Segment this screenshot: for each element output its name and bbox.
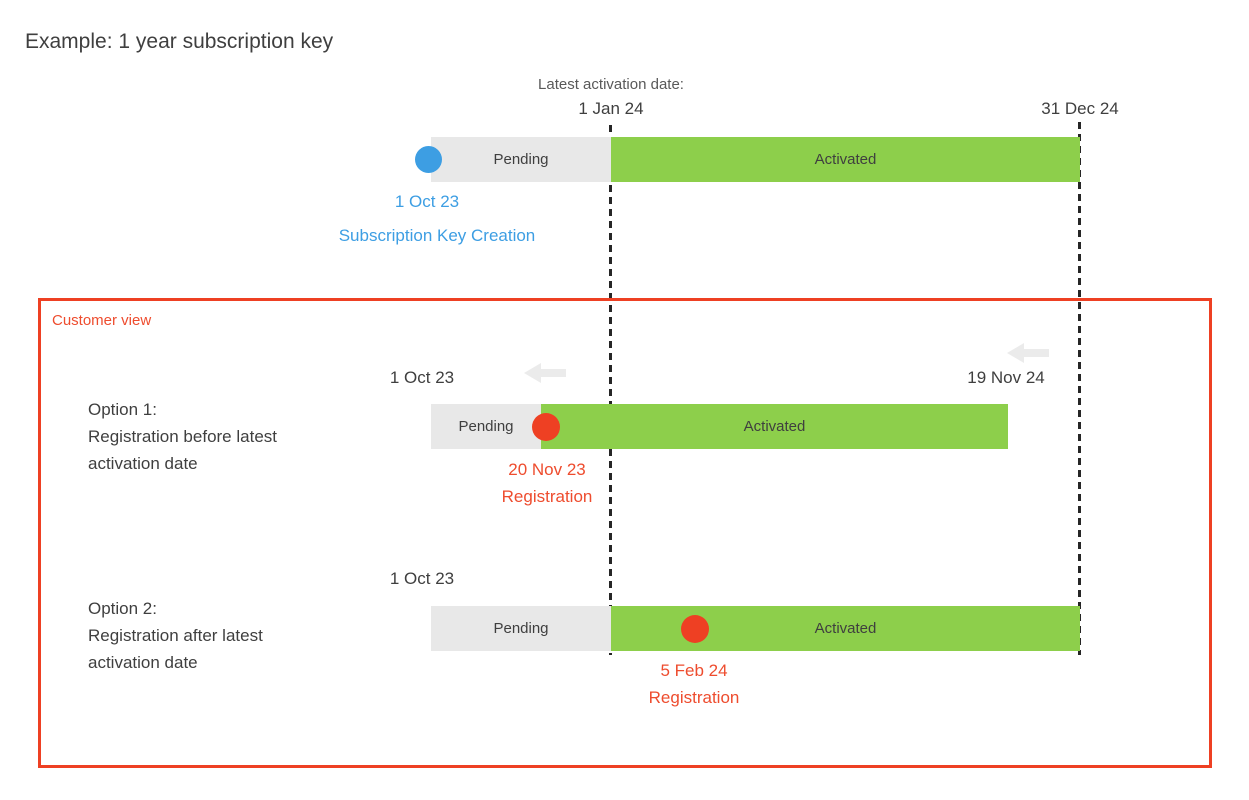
expiry-dashed-line [1078,122,1081,655]
latest-activation-date: 1 Jan 24 [578,99,644,118]
option1-registration-date: 20 Nov 23 [508,460,586,479]
option2-registration-date: 5 Feb 24 [660,661,728,680]
option1-pending-segment: Pending [431,404,541,449]
option2-pending-segment: Pending [431,606,611,651]
option1-registration-label: Registration [501,487,593,506]
option1-registration-dot-icon [532,413,560,441]
creation-activated-label: Activated [814,151,877,168]
option2-label-block: Option 2: Registration after latest acti… [88,595,263,676]
customer-view-box [38,298,1212,768]
option1-name: Option 1: [88,400,157,419]
shift-left-arrow-icon [524,362,566,384]
creation-pending-segment: Pending [431,137,611,182]
option2-registration-label: Registration [648,688,740,707]
page-title: Example: 1 year subscription key [25,30,334,53]
option1-description-line1: Registration before latest [88,427,277,446]
option2-registration-dot-icon [681,615,709,643]
option1-description-line2: activation date [88,454,198,473]
option1-activated-segment: Activated [541,404,1008,449]
option1-start-date: 1 Oct 23 [389,368,455,387]
creation-date-label: 1 Oct 23 [394,192,460,211]
creation-marker-dot-icon [415,146,442,173]
option2-name: Option 2: [88,599,157,618]
option1-label-block: Option 1: Registration before latest act… [88,396,277,477]
option2-description-line2: activation date [88,653,198,672]
customer-view-title: Customer view [52,312,152,329]
option2-pending-label: Pending [493,620,549,637]
option1-end-date: 19 Nov 24 [967,368,1045,387]
latest-activation-label: Latest activation date: [538,76,684,93]
expiry-date-label: 31 Dec 24 [1041,99,1119,118]
option1-pending-label: Pending [458,418,514,435]
creation-caption: Subscription Key Creation [338,226,536,245]
option2-start-date: 1 Oct 23 [389,569,455,588]
creation-activated-segment: Activated [611,137,1080,182]
latest-activation-dashed-line [609,125,612,655]
creation-pending-label: Pending [493,151,549,168]
shift-left-arrow-icon [1007,342,1049,364]
option2-activated-label: Activated [814,620,877,637]
option1-activated-label: Activated [743,418,806,435]
option2-description-line1: Registration after latest [88,626,263,645]
